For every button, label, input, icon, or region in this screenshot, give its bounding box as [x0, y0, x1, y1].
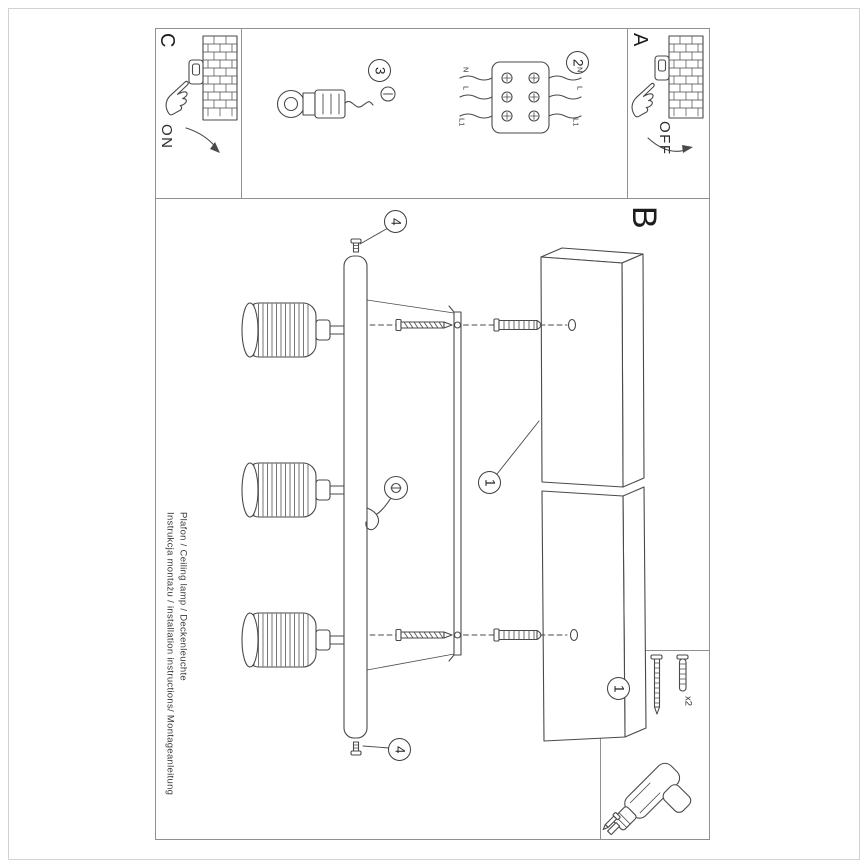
- panel-c-state: ON: [158, 124, 175, 150]
- flip-arrow-icon: [647, 137, 693, 153]
- part-wall-plug: [676, 654, 689, 692]
- callout-4-top: 4: [384, 210, 407, 233]
- mounting-diagram: [241, 227, 647, 756]
- callout-leader-lines: [359, 227, 540, 749]
- callout-4-top-number: 4: [388, 217, 404, 226]
- top-strip-divider: [155, 198, 710, 199]
- wall-plug: [493, 318, 542, 332]
- wire-label-l1-left: L1: [457, 118, 467, 127]
- panel-a-box: [627, 28, 710, 199]
- parts-illustration: [602, 654, 692, 836]
- canopy-screw-top: [350, 238, 362, 253]
- lamp-base-bar: [343, 255, 379, 739]
- hand-icon: [631, 82, 655, 118]
- terminal-block-illustration: [459, 61, 582, 134]
- wall-plate-icon: [202, 35, 238, 121]
- hand-icon: [165, 80, 189, 116]
- callout-4-bottom-number: 4: [392, 745, 408, 754]
- wire-label-l1-right: L1: [571, 118, 581, 127]
- switch-icon: [188, 59, 204, 85]
- canopy-screw-bottom: [350, 741, 362, 756]
- step3-badge: 3: [368, 59, 391, 82]
- screw-detail-callout: [376, 475, 409, 515]
- power-on-illustration: [165, 35, 238, 153]
- footer-line-2: Plafon / Ceiling lamp / Deckenleuchte: [177, 512, 189, 681]
- wire-label-l-right: L: [575, 86, 585, 91]
- panel-c-box: [155, 28, 242, 199]
- wire-label-l-left: L: [461, 86, 471, 91]
- panel-a-letter: A: [629, 33, 651, 47]
- main-frame: [155, 28, 710, 840]
- wall-hole: [567, 318, 577, 332]
- page-border: [8, 8, 860, 860]
- screwdriver-icon: [607, 762, 692, 836]
- callout-1-number: 1: [482, 478, 498, 487]
- wall-hole: [569, 628, 579, 642]
- footer-line-1: Instrukcja montażu / installation instru…: [164, 512, 176, 796]
- wall-plug: [493, 628, 542, 642]
- step2-number: 2: [570, 58, 586, 67]
- mounting-screw: [395, 628, 453, 642]
- spotlight: [241, 612, 345, 668]
- flip-arrow-icon: [185, 127, 220, 153]
- safety-wire: [365, 507, 379, 531]
- quantity-label: x2: [682, 696, 694, 707]
- mounting-screw: [395, 318, 453, 332]
- cable-connector-illustration: [276, 86, 396, 119]
- wall-plate-icon: [668, 35, 704, 119]
- callout-1-wall: 1: [478, 471, 501, 494]
- wire-label-n-left: N: [461, 67, 471, 73]
- panel-a-state: OFF: [656, 121, 673, 156]
- spotlight: [241, 302, 345, 358]
- part-screw: [650, 654, 663, 715]
- ceiling-slab: [540, 247, 647, 742]
- step3-number: 3: [372, 66, 388, 75]
- parts-box: [600, 650, 710, 840]
- step2-badge: 2: [566, 51, 589, 74]
- spotlight: [241, 462, 345, 518]
- switch-icon: [654, 55, 670, 81]
- panel-c-letter: C: [156, 33, 178, 48]
- parts-badge-number: 1: [611, 684, 627, 693]
- callout-4-bottom: 4: [388, 738, 411, 761]
- parts-badge: 1: [607, 677, 630, 700]
- driven-screw: [602, 812, 621, 831]
- power-off-illustration: [631, 35, 704, 153]
- screw-head-icon: [380, 86, 396, 102]
- mounting-bracket: [448, 305, 462, 662]
- wire-label-n-right: N: [575, 67, 585, 73]
- section-b-letter: B: [625, 206, 663, 229]
